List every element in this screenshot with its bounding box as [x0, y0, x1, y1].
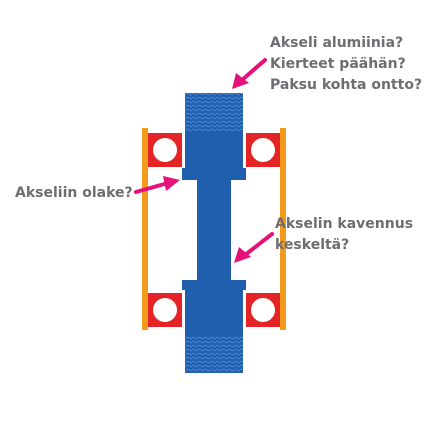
bearing-top-left	[148, 133, 182, 167]
arrow-top	[232, 58, 267, 89]
shaft-thread-top	[185, 93, 243, 131]
bearing-top-right	[246, 133, 280, 167]
annotation-right-line-1: Akselin kavennus	[275, 216, 414, 232]
annotation-left: Akseliin olake?	[15, 183, 133, 204]
annotation-left-line-1: Akseliin olake?	[15, 185, 133, 201]
annotation-top-line-3: Paksu kohta ontto?	[270, 77, 423, 93]
annotation-top-line-2: Kierteet päähän?	[270, 56, 406, 72]
shaft-thread-bottom	[185, 335, 243, 373]
annotation-top: Akseli alumiinia? Kierteet päähän? Paksu…	[270, 33, 422, 96]
annotation-top-line-1: Akseli alumiinia?	[270, 35, 404, 51]
shaft-narrow-middle	[197, 180, 231, 280]
annotation-right-line-2: keskeltä?	[275, 237, 350, 253]
annotation-right: Akselin kavennus keskeltä?	[275, 214, 413, 256]
shaft	[182, 93, 246, 373]
arrow-right	[234, 232, 274, 263]
arrow-left	[134, 176, 180, 194]
bearing-bottom-left	[148, 293, 182, 327]
housing-right	[280, 128, 286, 330]
bearing-bottom-right	[246, 293, 280, 327]
housing-left	[142, 128, 148, 330]
